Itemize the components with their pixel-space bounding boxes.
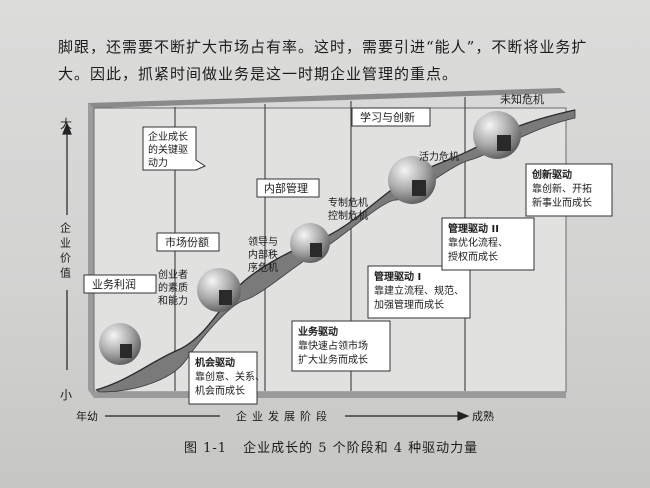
svg-text:企业成长 的关键驱 动力: 企业成长 的关键驱 动力: [148, 130, 191, 169]
stage-sphere-2: [197, 268, 241, 312]
y-axis-bottom: 小: [60, 388, 72, 402]
y-axis-top: 大: [60, 117, 72, 131]
svg-text:管理驱动 II 靠优化流程、 授权而: 管理驱动 II 靠优化流程、 授权而成长: [448, 222, 511, 263]
body-text-line-1: 脚跟，还需要不断扩大市场占有率。这时，需要引进“能人”，不断将业务扩: [58, 38, 588, 56]
driver-box-management-2: 管理驱动 II 靠优化流程、 授权而成长: [441, 217, 535, 271]
entrepreneur-note: 创业者 的素质 和能力: [158, 268, 191, 307]
stage-label-2: 市场份额: [156, 232, 220, 252]
svg-text:市场份额: 市场份额: [165, 235, 209, 249]
svg-text:创新驱动 靠创新、开拓 新事业而成长: 创新驱动 靠创新、开拓 新事业而成长: [531, 168, 595, 209]
key-drivers-callout: 企业成长 的关键驱 动力: [142, 126, 207, 171]
stage-label-1: 业务利润: [83, 274, 157, 294]
vitality-crisis-note: 活力危机: [419, 150, 459, 163]
x-axis-label: 企业发展阶段: [236, 409, 332, 423]
stage-sphere-4: [388, 156, 436, 204]
stage-label-4: 学习与创新: [351, 107, 431, 127]
axes: [62, 122, 470, 421]
stage-sphere-5: [473, 111, 521, 159]
body-text-line-2: 大。因此，抓紧时间做业务是这一时期企业管理的重点。: [58, 65, 459, 83]
svg-text:业务利润: 业务利润: [92, 277, 136, 291]
autocracy-crisis-note: 专制危机 控制危机: [328, 196, 371, 222]
stage-label-3: 内部管理: [256, 178, 320, 198]
stage-sphere-1: [99, 323, 141, 365]
stage-label-5: 未知危机: [500, 92, 544, 106]
driver-box-opportunity: 机会驱动 靠创意、关系、 机会而成长: [188, 351, 268, 405]
driver-box-innovation: 创新驱动 靠创新、开拓 新事业而成长: [525, 163, 613, 217]
svg-text:内部管理: 内部管理: [264, 181, 308, 195]
y-axis-label: 企业价值: [59, 221, 72, 282]
figure-number: 图 1-1: [184, 441, 228, 456]
leader-crisis-note: 领导与 内部秩 序危机: [248, 235, 281, 274]
stage-sphere-3: [290, 223, 330, 263]
svg-text:学习与创新: 学习与创新: [360, 110, 415, 124]
figure-title: 企业成长的 5 个阶段和 4 种驱动力量: [243, 441, 479, 456]
driver-box-management-1: 管理驱动 I 靠建立流程、规范、 加强管理而成长: [367, 265, 471, 319]
x-axis-end: 成熟: [472, 409, 494, 423]
svg-text:机会驱动 靠创意、关系、 机会而成长: 机会驱动 靠创意、关系、 机会而成长: [195, 356, 268, 397]
x-axis-start: 年幼: [76, 409, 98, 423]
svg-text:业务驱动 靠快速占领市场 扩大业务而: 业务驱动 靠快速占领市场 扩大业务而成长: [298, 325, 371, 366]
svg-text:管理驱动 I 靠建立流程、规范、 加: 管理驱动 I 靠建立流程、规范、 加强管理而成长: [374, 270, 467, 311]
figure-caption: 图 1-1 企业成长的 5 个阶段和 4 种驱动力量: [184, 437, 494, 456]
driver-box-business: 业务驱动 靠快速占领市场 扩大业务而成长: [291, 320, 391, 372]
